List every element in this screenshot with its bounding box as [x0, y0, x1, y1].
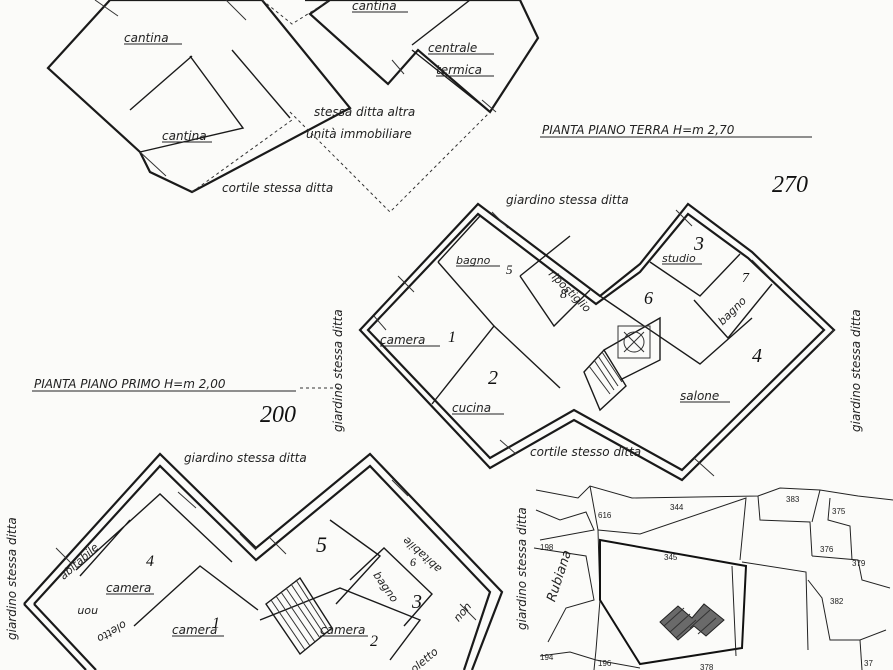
first-room-camera-3: camera — [320, 623, 365, 637]
ground-mark-3: 3 — [693, 233, 704, 255]
parcel-194: 194 — [540, 653, 554, 662]
ground-floor-height-note: 270 — [772, 172, 808, 198]
ground-garden-right: giardino stessa ditta — [849, 309, 863, 432]
ground-room-camera: camera — [380, 333, 425, 347]
basement-heating-2: termica — [436, 63, 482, 77]
parcel-344: 344 — [670, 503, 684, 512]
ground-room-salone: salone — [680, 389, 719, 403]
ground-mark-8: 8 — [560, 287, 567, 302]
basement-plan: cantina cantina cantina centrale termica… — [46, 0, 540, 213]
ground-mark-5: 5 — [506, 262, 513, 277]
first-floor-plan: PIANTA PIANO PRIMO H=m 2,00 200 giardino… — [5, 377, 504, 670]
basement-room-top: cantina — [352, 0, 397, 13]
first-room-camera-2: camera — [172, 623, 217, 637]
basement-courtyard: cortile stessa ditta — [222, 181, 333, 195]
ground-mark-4: 4 — [752, 345, 762, 367]
parcel-379: 379 — [852, 559, 866, 568]
first-room-bagno: bagno — [370, 569, 401, 605]
ground-room-ripostiglio: ripostiglio — [546, 267, 594, 315]
ground-mark-7: 7 — [742, 271, 750, 286]
ground-garden-top: giardino stessa ditta — [506, 193, 629, 207]
cadastral-side-label: giardino stessa ditta — [515, 507, 529, 630]
first-garden-top: giardino stessa ditta — [184, 451, 307, 465]
ground-room-cucina: cucina — [452, 401, 491, 415]
parcel-345: 345 — [664, 553, 678, 562]
ground-room-studio: studio — [662, 252, 696, 265]
cadastral-street: Rubiana — [544, 548, 575, 603]
first-non-right: non — [451, 600, 474, 624]
first-room-camera-1: camera — [106, 581, 151, 595]
parcel-196: 196 — [598, 659, 612, 668]
first-non-left: non — [77, 605, 98, 618]
parcel-383: 383 — [786, 495, 800, 504]
ground-garden-left: giardino stessa ditta — [331, 309, 345, 432]
ground-mark-2: 2 — [488, 367, 498, 389]
parcel-382: 382 — [830, 597, 844, 606]
parcel-37: 37 — [864, 659, 873, 668]
parcel-375: 375 — [832, 507, 846, 516]
parcel-198: 198 — [540, 543, 554, 552]
building-hatch — [659, 603, 725, 641]
first-oletto-right: oletto — [408, 645, 441, 670]
parcel-616: 616 — [598, 511, 612, 520]
basement-room-left: cantina — [124, 31, 169, 45]
first-mark-6: 6 — [410, 555, 416, 569]
basement-room-bottom: cantina — [162, 129, 207, 143]
first-floor-title: PIANTA PIANO PRIMO H=m 2,00 — [34, 377, 226, 391]
ground-room-bagno: bagno — [456, 254, 491, 267]
first-mark-4: 3 — [411, 591, 422, 613]
first-mark-3: 2 — [370, 633, 378, 650]
first-mark-2: 1 — [212, 615, 220, 632]
ground-mark-6: 6 — [644, 288, 653, 308]
basement-note-1: stessa ditta altra — [314, 105, 415, 119]
first-mark-1: 4 — [146, 553, 154, 570]
first-oletto-left: oletto — [94, 618, 128, 645]
ground-floor-title: PIANTA PIANO TERRA H=m 2,70 — [542, 123, 735, 137]
first-mark-5: 5 — [316, 532, 327, 557]
ground-room-bagno-2: bagno — [716, 294, 750, 328]
ground-courtyard: cortile stesso ditta — [530, 445, 641, 459]
parcel-376: 376 — [820, 545, 834, 554]
ground-floor-plan: PIANTA PIANO TERRA H=m 2,70 270 giardino… — [331, 123, 863, 482]
ground-stair — [583, 348, 627, 412]
first-floor-height-note: 200 — [260, 402, 296, 428]
basement-heating-1: centrale — [428, 41, 477, 55]
parcel-378: 378 — [700, 663, 714, 670]
basement-note-2: unità immobiliare — [306, 127, 412, 141]
cadastral-map: giardino stessa ditta Rubiana 344 383 37… — [515, 485, 893, 670]
first-stair — [265, 576, 333, 656]
first-garden-left: giardino stessa ditta — [5, 517, 19, 640]
ground-mark-1: 1 — [448, 329, 456, 346]
